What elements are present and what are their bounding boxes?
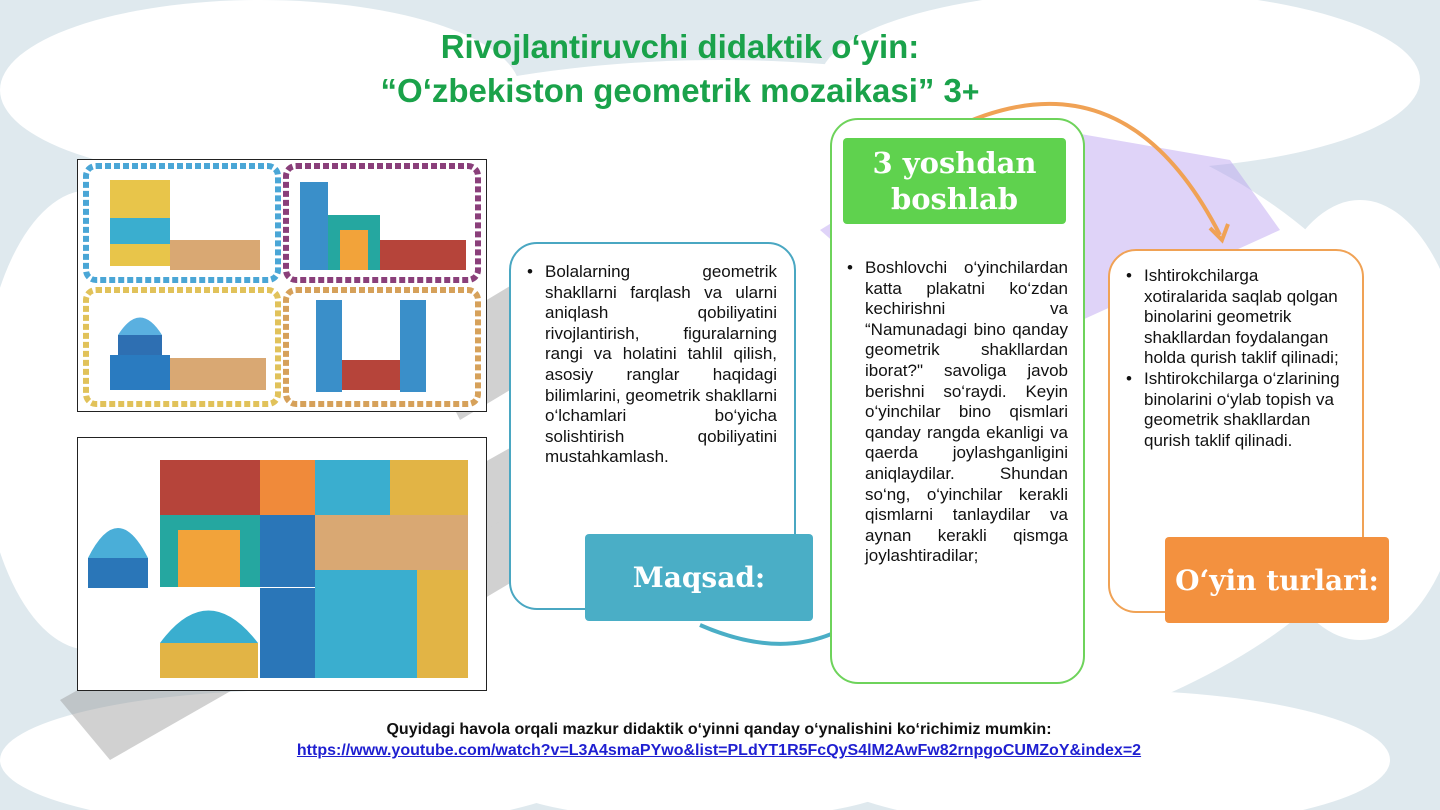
game-types-label: O‘yin turlari: [1165, 537, 1389, 623]
game-type-item: Ishtirokchilarga xotiralarida saqlab qol… [1124, 266, 1346, 369]
title-line-1: Rivojlantiruvchi didaktik o‘yin: [440, 28, 920, 65]
mosaic-buildings-drawing [83, 163, 481, 407]
description-list: Boshlovchi o‘yinchilardan katta plakatni… [845, 258, 1068, 567]
age-label-line-2: boshlab [890, 182, 1019, 216]
mosaic-image-buildings [77, 159, 487, 412]
title-line-2-text: “O‘zbekiston geometrik mozaikasi” 3 [380, 72, 962, 109]
goal-list: Bolalarning geometrik shakllarni farqlas… [525, 262, 777, 468]
mosaic-pieces-drawing [88, 460, 468, 678]
age-label: 3 yoshdan boshlab [843, 138, 1066, 224]
description-item: Boshlovchi o‘yinchilardan katta plakatni… [845, 258, 1068, 567]
age-label-line-1: 3 yoshdan [872, 146, 1037, 180]
game-type-item: Ishtirokchilarga o‘zlarining binolarini … [1124, 369, 1346, 451]
plus-sign: + [961, 76, 980, 109]
title-line-2: “O‘zbekiston geometrik mozaikasi” 3+ [0, 72, 1400, 112]
goal-label: Maqsad: [585, 534, 813, 621]
goal-item: Bolalarning geometrik shakllarni farqlas… [525, 262, 777, 468]
youtube-link[interactable]: https://www.youtube.com/watch?v=L3A4smaP… [296, 742, 1142, 759]
game-types-list: Ishtirokchilarga xotiralarida saqlab qol… [1124, 266, 1346, 451]
footer-text: Quyidagi havola orqali mazkur didaktik o… [386, 721, 1052, 738]
mosaic-image-pieces [77, 437, 487, 691]
